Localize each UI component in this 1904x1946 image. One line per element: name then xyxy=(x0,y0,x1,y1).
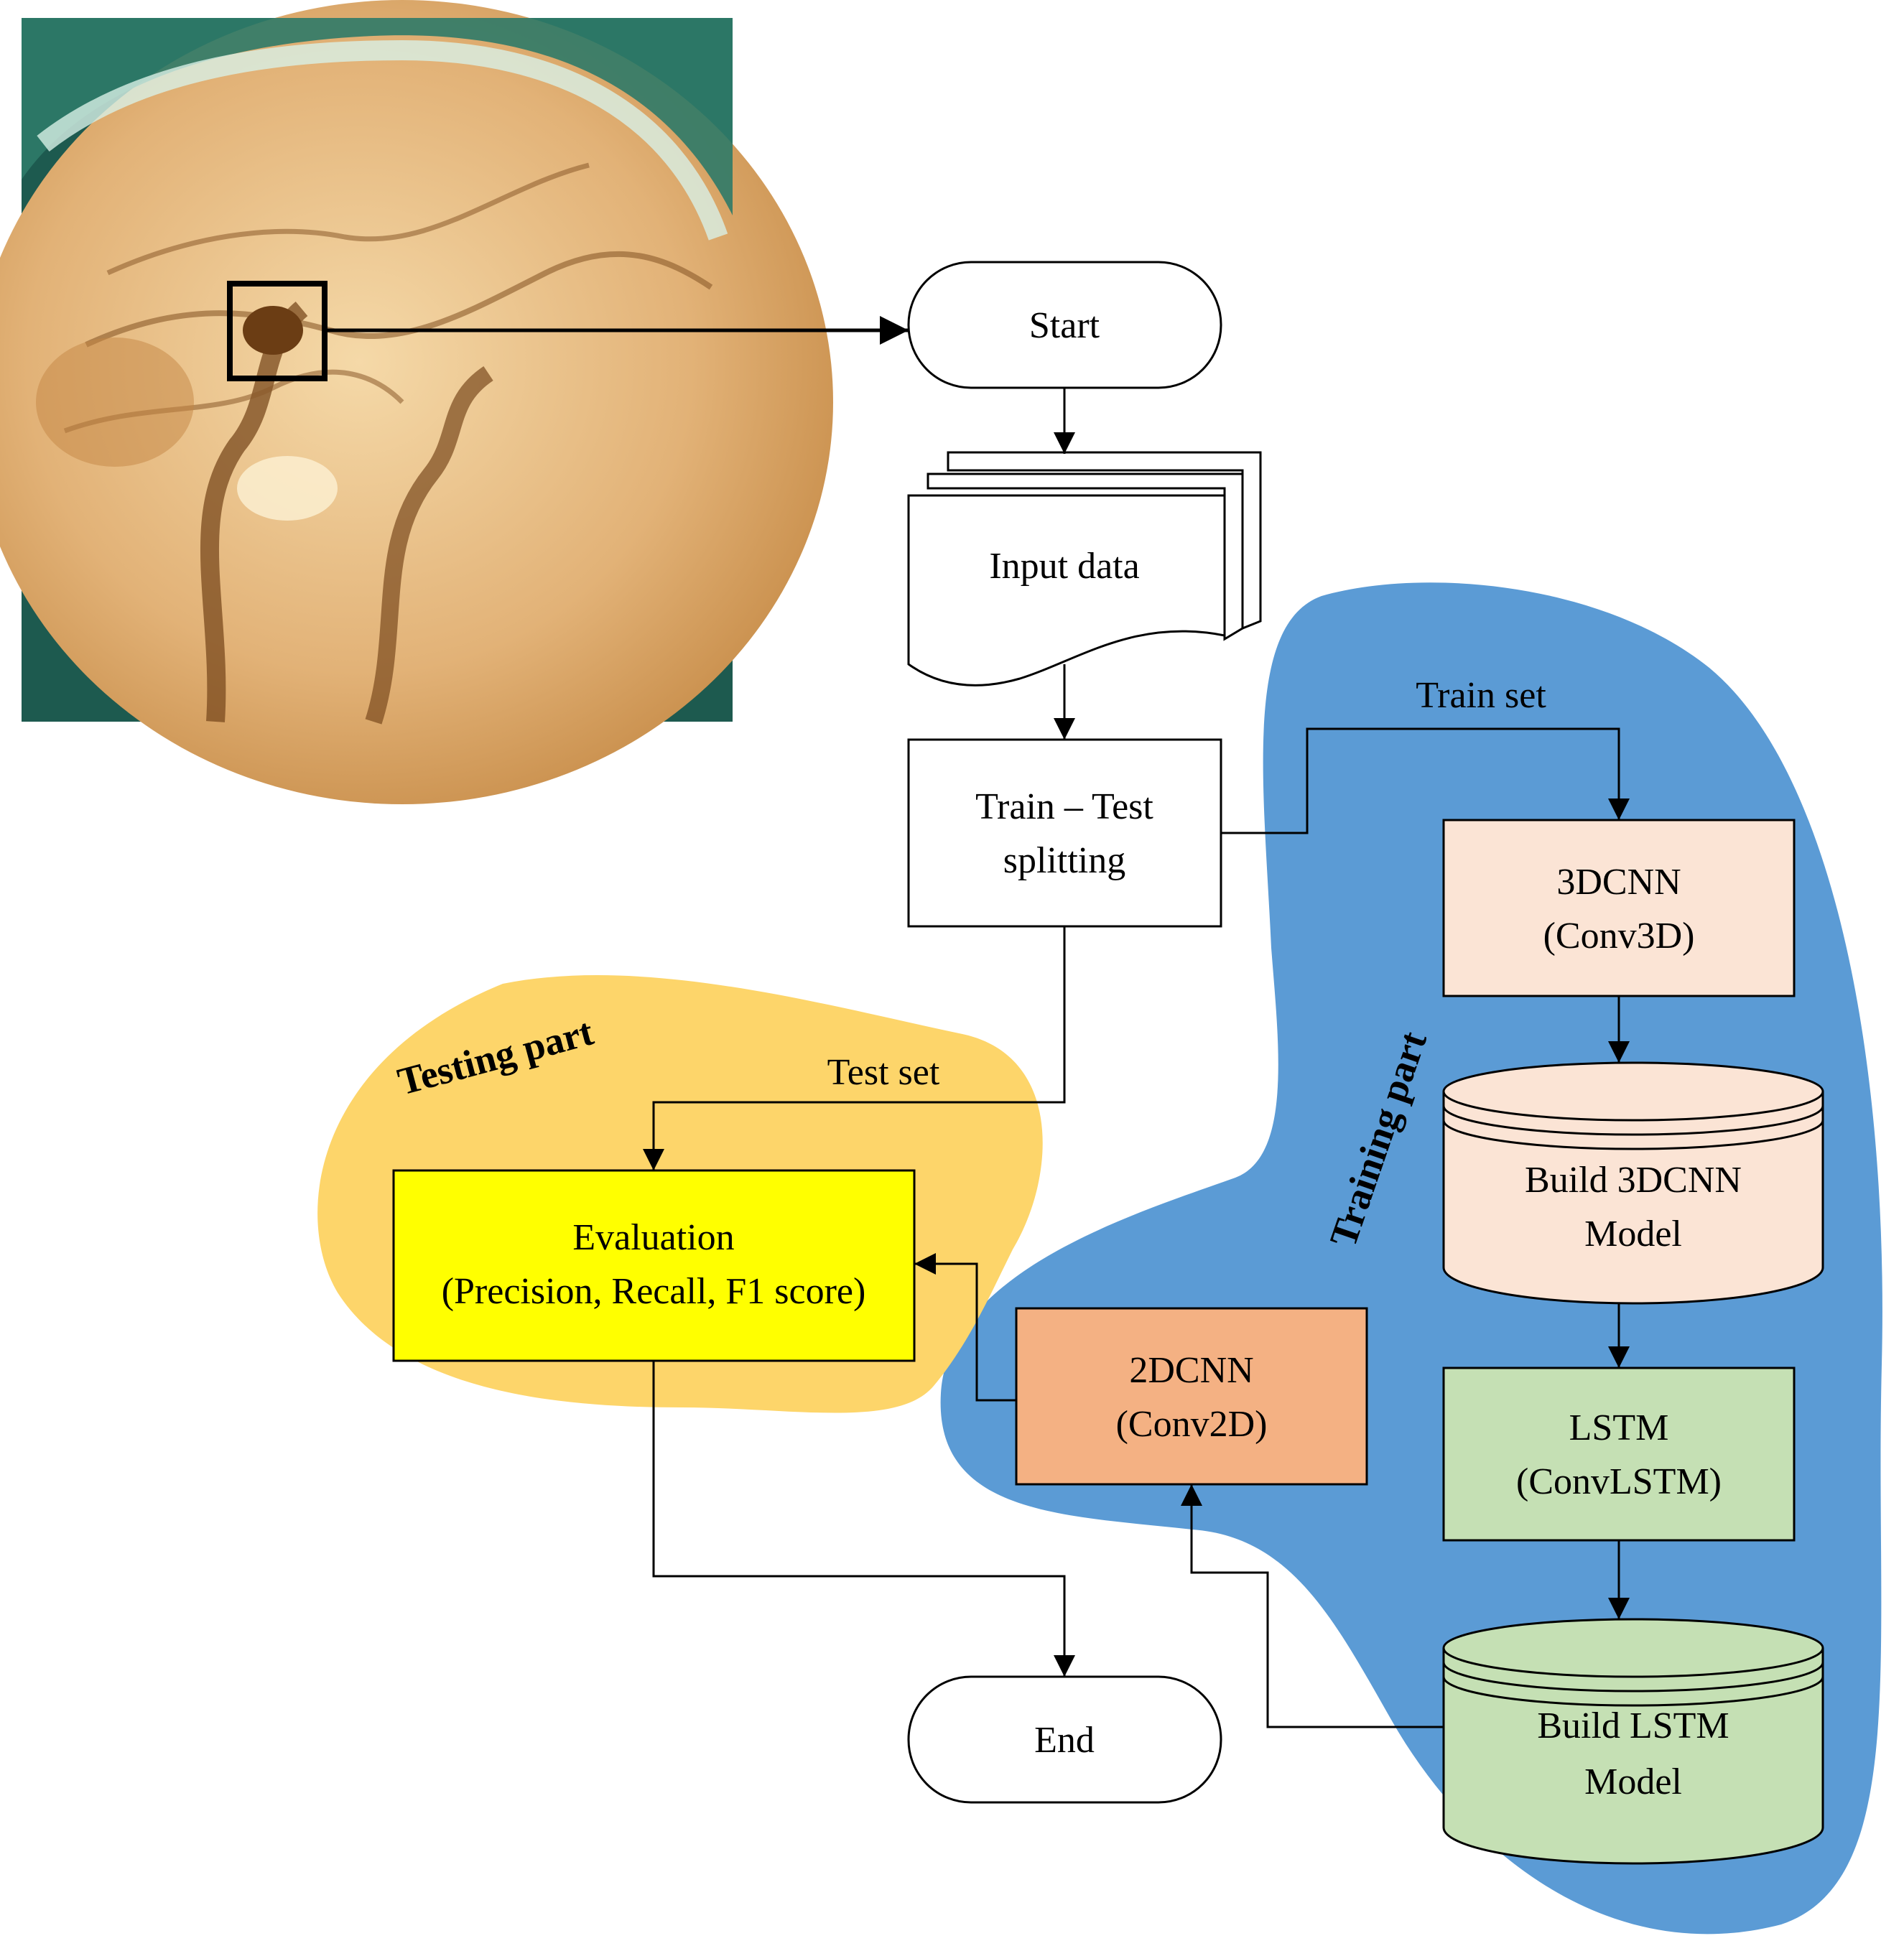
edge-evaluation-to-end xyxy=(652,1361,1075,1677)
edge-2dcnn-to-evaluation xyxy=(914,1253,1016,1402)
lstm-label-line1: LSTM xyxy=(1569,1407,1669,1448)
split-label-line1: Train – Test xyxy=(975,786,1153,827)
build-lstm-node: Build LSTM Model xyxy=(1442,1618,1824,1865)
edge-label-train-set: Train set xyxy=(1416,675,1546,716)
cnn2d-node: 2DCNN (Conv2D) xyxy=(1015,1307,1368,1486)
eval-label-line1: Evaluation xyxy=(572,1217,734,1258)
start-label: Start xyxy=(1029,305,1100,346)
build3d-label-line1: Build 3DCNN xyxy=(1525,1160,1742,1201)
cnn3d-node: 3DCNN (Conv3D) xyxy=(1442,819,1796,997)
edge-label-test-set: Test set xyxy=(827,1052,940,1093)
build3d-label-line2: Model xyxy=(1584,1214,1682,1254)
buildlstm-label-line1: Build LSTM xyxy=(1537,1705,1729,1746)
cnn3d-label-line2: (Conv3D) xyxy=(1543,916,1695,956)
buildlstm-label-line2: Model xyxy=(1584,1761,1682,1802)
train-test-split-node: Train – Test splitting xyxy=(907,738,1222,928)
cnn2d-label-line1: 2DCNN xyxy=(1129,1350,1253,1391)
edge-buildlstm-to-2dcnn xyxy=(1181,1484,1444,1728)
eval-label-line2: (Precision, Recall, F1 score) xyxy=(442,1271,866,1312)
cnn2d-label-line2: (Conv2D) xyxy=(1116,1404,1268,1445)
end-node: End xyxy=(907,1675,1222,1804)
edge-split-to-3dcnn xyxy=(1221,727,1630,834)
split-label-line2: splitting xyxy=(1003,840,1125,881)
input-data-label: Input data xyxy=(989,546,1139,587)
lstm-node: LSTM (ConvLSTM) xyxy=(1442,1367,1796,1542)
evaluation-node: Evaluation (Precision, Recall, F1 score) xyxy=(392,1169,916,1362)
edge-split-to-evaluation xyxy=(643,926,1066,1170)
angiography-image xyxy=(0,0,833,804)
start-node: Start xyxy=(907,261,1222,389)
end-label: End xyxy=(1034,1720,1095,1761)
lstm-label-line2: (ConvLSTM) xyxy=(1516,1461,1722,1502)
cnn3d-label-line1: 3DCNN xyxy=(1556,862,1681,903)
build-3dcnn-node: Build 3DCNN Model xyxy=(1442,1061,1824,1305)
input-data-node: Input data xyxy=(907,451,1262,686)
